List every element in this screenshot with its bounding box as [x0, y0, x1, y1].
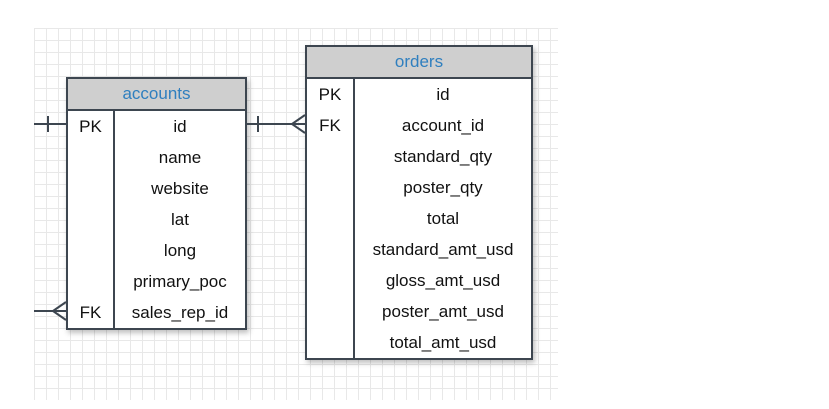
orders-table[interactable]: orders PK id FK account_id standard_qty … — [305, 45, 533, 360]
orders-row-id: PK id — [307, 79, 531, 110]
field-name: id — [436, 85, 450, 104]
crow-foot-bottom — [291, 123, 306, 134]
key-badge: FK — [307, 110, 355, 141]
key-badge — [68, 173, 115, 204]
field-name: total_amt_usd — [389, 333, 497, 352]
accounts-table-title: accounts — [68, 79, 245, 111]
field-name: long — [163, 241, 197, 260]
field-name: name — [158, 148, 202, 167]
orders-row-standard-amt-usd: standard_amt_usd — [307, 234, 531, 265]
key-badge — [307, 172, 355, 203]
external-sales-rep-relationship — [34, 301, 67, 321]
field-name: poster_amt_usd — [382, 302, 504, 321]
key-badge: PK — [68, 111, 115, 142]
key-badge: PK — [307, 79, 355, 110]
accounts-table[interactable]: accounts PK id name website lat long pri… — [66, 77, 247, 330]
accounts-row-lat: lat — [68, 204, 245, 235]
accounts-row-name: name — [68, 142, 245, 173]
field-name: primary_poc — [133, 272, 227, 291]
orders-table-body: PK id FK account_id standard_qty poster_… — [307, 79, 531, 358]
crow-foot-top — [291, 114, 306, 125]
key-badge — [307, 327, 355, 358]
accounts-table-body: PK id name website lat long primary_poc … — [68, 111, 245, 328]
accounts-row-primary-poc: primary_poc — [68, 266, 245, 297]
field-name: gloss_amt_usd — [385, 271, 501, 290]
accounts-row-sales-rep-id: FK sales_rep_id — [68, 297, 245, 328]
orders-row-standard-qty: standard_qty — [307, 141, 531, 172]
orders-row-poster-qty: poster_qty — [307, 172, 531, 203]
accounts-row-id: PK id — [68, 111, 245, 142]
field-name: website — [151, 179, 209, 198]
key-badge: FK — [68, 297, 115, 328]
key-badge — [307, 234, 355, 265]
field-name: standard_qty — [393, 147, 493, 166]
orders-table-title: orders — [307, 47, 531, 79]
orders-row-total: total — [307, 203, 531, 234]
key-badge — [68, 204, 115, 235]
accounts-row-website: website — [68, 173, 245, 204]
crow-foot-top — [52, 301, 67, 312]
field-name: poster_qty — [403, 178, 483, 197]
crow-foot-bottom — [52, 310, 67, 321]
field-name: account_id — [401, 116, 485, 135]
field-name: standard_amt_usd — [372, 240, 514, 259]
field-name: id — [173, 117, 187, 136]
accounts-orders-relationship — [247, 114, 306, 134]
key-badge — [68, 266, 115, 297]
key-badge — [68, 235, 115, 266]
key-badge — [68, 142, 115, 173]
key-badge — [307, 203, 355, 234]
orders-row-total-amt-usd: total_amt_usd — [307, 327, 531, 358]
field-name: total — [426, 209, 460, 228]
key-badge — [307, 265, 355, 296]
orders-row-poster-amt-usd: poster_amt_usd — [307, 296, 531, 327]
key-badge — [307, 141, 355, 172]
field-name: lat — [171, 210, 189, 229]
field-name: sales_rep_id — [131, 303, 229, 322]
key-badge — [307, 296, 355, 327]
orders-row-gloss-amt-usd: gloss_amt_usd — [307, 265, 531, 296]
external-accounts-id-relationship — [34, 116, 66, 132]
accounts-row-long: long — [68, 235, 245, 266]
orders-row-account-id: FK account_id — [307, 110, 531, 141]
